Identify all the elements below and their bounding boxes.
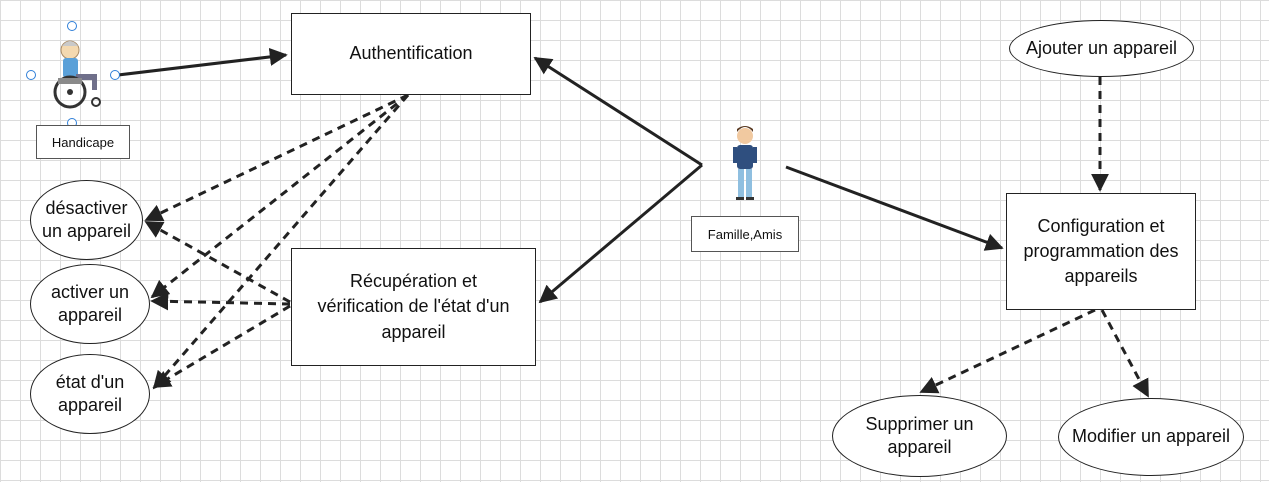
actor-handicape[interactable] (36, 28, 114, 120)
usecase-configuration[interactable]: Configuration et programmation des appar… (1006, 193, 1196, 310)
usecase-etat[interactable]: état d'un appareil (30, 354, 150, 434)
configuration-to-modifier-dashed (1100, 309, 1150, 398)
famille-to-recuperation-arrow (538, 163, 703, 304)
usecase-authentification[interactable]: Authentification (291, 13, 531, 95)
auth-to-desactiver-dashed (144, 93, 409, 222)
selection-handle-right[interactable] (110, 70, 120, 80)
usecase-desactiver[interactable]: désactiver un appareil (30, 180, 143, 260)
usecase-activer[interactable]: activer un appareil (30, 264, 150, 344)
famille-to-authentification-arrow (533, 56, 703, 167)
auth-to-etat-dashed (152, 94, 410, 390)
actor-famille-label: Famille,Amis (691, 216, 799, 252)
recuperation-to-etat-dashed (152, 304, 291, 389)
famille-to-configuration-arrow (785, 165, 1004, 251)
selection-handle-top[interactable] (67, 21, 77, 31)
recuperation-to-activer-dashed (150, 292, 291, 311)
recuperation-to-desactiver-dashed (144, 220, 291, 304)
handicape-to-authentification-arrow (117, 47, 288, 77)
configuration-to-supprimer-dashed (919, 308, 1096, 394)
actor-famille[interactable] (712, 122, 778, 206)
usecase-recuperation[interactable]: Récupération et vérification de l'état d… (291, 248, 536, 366)
selection-handle-left[interactable] (26, 70, 36, 80)
person-icon (733, 126, 757, 200)
auth-to-activer-dashed (150, 93, 409, 299)
actor-handicape-label: Handicape (36, 125, 130, 159)
usecase-supprimer[interactable]: Supprimer un appareil (832, 395, 1007, 477)
usecase-ajouter[interactable]: Ajouter un appareil (1009, 20, 1194, 77)
wheelchair-person-icon (53, 40, 101, 109)
usecase-modifier[interactable]: Modifier un appareil (1058, 398, 1244, 476)
